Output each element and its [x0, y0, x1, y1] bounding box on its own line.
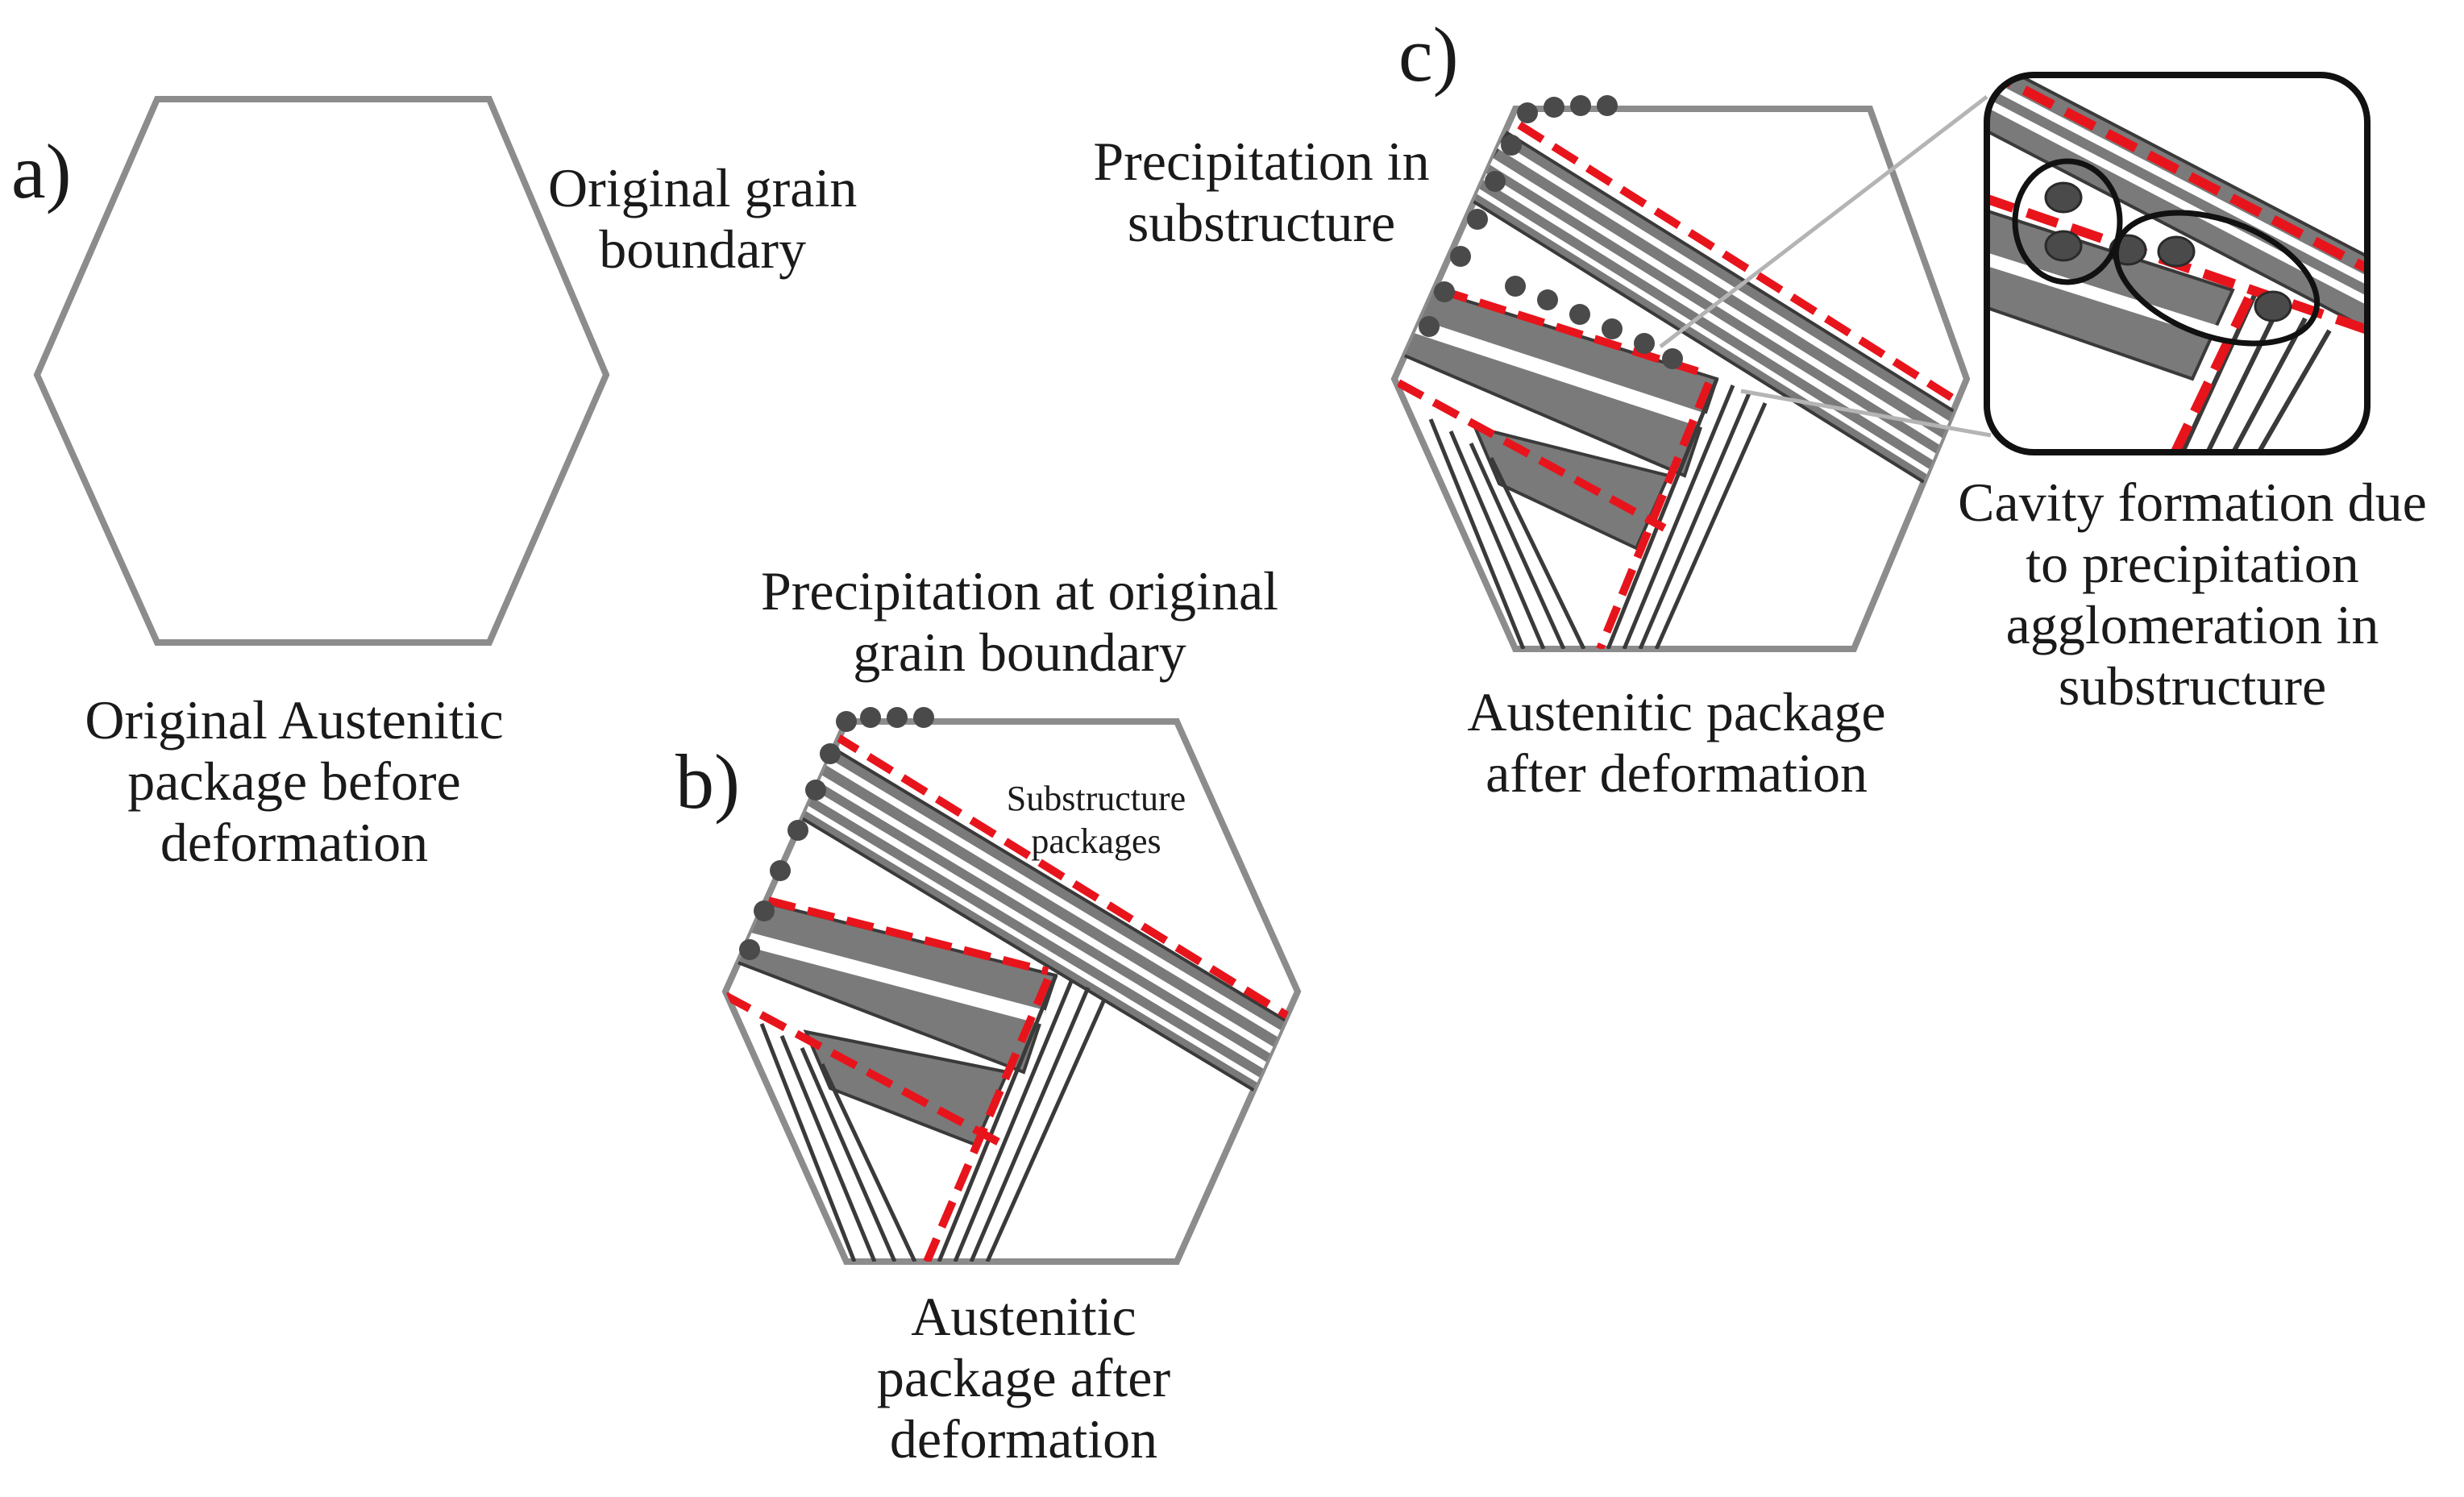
label-line: boundary: [599, 218, 807, 281]
original-grain-boundary-label: Original grain boundary: [548, 157, 857, 280]
vertical-lath-bundle-b: [759, 975, 1107, 1262]
panel-a-label: a): [11, 128, 72, 214]
label-line: Precipitation in: [1093, 131, 1430, 192]
label-line: Substructure: [1006, 779, 1186, 818]
precipitate-chain-c: [1419, 95, 1683, 369]
panel-c-caption: Austenitic package after deformation: [1435, 681, 1918, 804]
substructure-packages-label: Substructure packages: [983, 778, 1209, 863]
caption-line: deformation: [889, 1408, 1158, 1470]
caption-line: after deformation: [1485, 742, 1868, 805]
label-line: to precipitation: [2026, 533, 2359, 595]
precipitation-at-grain-boundary-label: Precipitation at original grain boundary: [729, 560, 1310, 683]
caption-line: Austenitic package: [1467, 681, 1886, 742]
original-grain-hexagon: [33, 96, 610, 646]
panel-c-label: c): [1398, 11, 1459, 98]
label-line: substructure: [2058, 655, 2327, 717]
panel-a-caption: Original Austenitic package before defor…: [56, 689, 532, 873]
lower-lath-bundle-c: [1400, 280, 1719, 551]
zoom-connector-lines: [1659, 95, 1992, 438]
substructure-boundaries-b: [725, 731, 1298, 1262]
panel-b-caption: Austenitic package after deformation: [822, 1286, 1225, 1470]
label-line: agglomeration in: [2005, 594, 2379, 656]
label-line: grain boundary: [853, 622, 1186, 684]
label-line: Precipitation at original: [760, 560, 1279, 622]
caption-line: Original Austenitic: [85, 689, 504, 751]
cavity-zoom-inset: [1984, 72, 2371, 455]
caption-line: Austenitic: [911, 1286, 1136, 1347]
precipitate-chain-b: [739, 707, 934, 960]
caption-line: deformation: [160, 812, 429, 874]
precipitation-in-substructure-label: Precipitation in substructure: [1076, 131, 1447, 253]
label-line: Cavity formation due: [1958, 472, 2427, 533]
caption-line: package before: [127, 751, 461, 813]
label-line: packages: [1031, 821, 1161, 861]
vertical-lath-bundle-c: [1428, 378, 1768, 649]
caption-line: package after: [876, 1347, 1171, 1409]
cavity-formation-label: Cavity formation due to precipitation ag…: [1930, 472, 2454, 717]
label-line: substructure: [1127, 192, 1396, 254]
deformed-package-c: [1390, 95, 1992, 652]
label-line: Original grain: [548, 157, 858, 218]
deformed-package-b: [721, 707, 1302, 1265]
panel-b-label: b): [675, 738, 740, 825]
